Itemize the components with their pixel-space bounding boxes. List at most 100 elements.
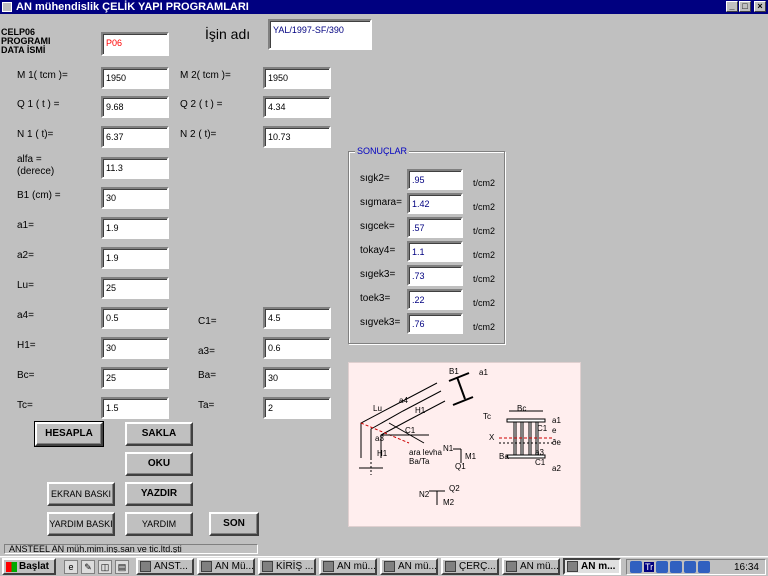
a1-field[interactable]: 1.9 [101,217,169,239]
taskbar-item-label: AN Mü... [215,561,254,572]
q1-label: Q 1 ( t ) = [17,99,60,110]
yardim-button[interactable]: YARDIM [125,512,193,536]
title-bar: AN mühendislik ÇELİK YAPI PROGRAMLARI _ … [0,0,768,14]
network-icon[interactable] [656,561,669,573]
taskbar-item[interactable]: AN mü... [380,558,438,575]
q1-field[interactable]: 9.68 [101,96,169,118]
window-title: AN mühendislik ÇELİK YAPI PROGRAMLARI [16,1,249,13]
b1-field[interactable]: 30 [101,187,169,209]
taskbar-item-label: AN m... [581,561,616,572]
taskbar-item[interactable]: AN mü... [502,558,560,575]
a3-field[interactable]: 0.6 [263,337,331,359]
browser-icon[interactable]: e [64,559,78,574]
m1-field[interactable]: 1950 [101,67,169,89]
diag-h1: H1 [415,406,426,415]
result-label-sigvek3: sıgvek3= [360,317,401,328]
app-icon [2,2,12,12]
a2-field[interactable]: 1.9 [101,247,169,269]
speaker-icon[interactable] [630,561,642,573]
result-value-tokay4: 1.1 [407,241,463,262]
minimize-button[interactable]: _ [726,1,738,12]
m2-field[interactable]: 1950 [263,67,331,89]
yardim-baski-button[interactable]: YARDIM BASKI [47,512,115,536]
result-unit: t/cm2 [473,226,496,236]
language-indicator[interactable]: Tr [644,562,655,572]
result-value-sigmara: 1.42 [407,193,463,214]
taskbar-item-label: ÇERÇ... [459,561,496,572]
taskbar-item-active[interactable]: AN m... [563,558,621,575]
ba-label: Ba= [198,370,217,381]
a1-label: a1= [17,220,34,231]
taskbar-item[interactable]: AN mü... [319,558,377,575]
close-button[interactable]: × [754,1,766,12]
window-icon [567,561,578,572]
diag-ba: Ba [499,452,509,461]
ba-field[interactable]: 30 [263,367,331,389]
result-label-sigek3: sıgek3= [360,269,396,280]
oku-button[interactable]: OKU [125,452,193,476]
antivirus-icon[interactable] [698,561,711,573]
son-button[interactable]: SON [209,512,259,536]
c1-field[interactable]: 4.5 [263,307,331,329]
start-button[interactable]: Başlat [2,558,56,575]
ekran-baski-button[interactable]: EKRAN BASKI [47,482,115,506]
result-unit: t/cm2 [473,298,496,308]
tc-field[interactable]: 1.5 [101,397,169,419]
result-label-tokay4: tokay4= [360,245,396,256]
diag-q1: Q1 [455,462,466,471]
diag-e: e [552,426,557,435]
n1-field[interactable]: 6.37 [101,126,169,148]
diag-c1b: C1 [535,458,546,467]
diag-a3: a3 [375,434,384,443]
program-label-3: DATA İSMİ [1,45,46,55]
window-icon [323,561,334,572]
taskbar-item[interactable]: ANST... [136,558,194,575]
h1-field[interactable]: 30 [101,337,169,359]
windows-logo-icon [6,561,17,572]
result-value-sigk2: .95 [407,169,463,190]
monitor-icon[interactable] [684,561,697,573]
diag-h1b: H1 [377,449,388,458]
diag-a4: a4 [399,396,408,405]
scheduler-icon[interactable] [670,561,683,573]
window-icon [262,561,273,572]
taskbar-item-label: ANST... [154,561,188,572]
result-label-sigk2: sıgk2= [360,173,390,184]
edit-icon[interactable]: ✎ [81,559,95,574]
a4-field[interactable]: 0.5 [101,307,169,329]
diag-de: ðe [552,438,561,447]
diag-ara-levha: ara levha [409,448,442,457]
bc-field[interactable]: 25 [101,367,169,389]
diag-c1: C1 [405,426,416,435]
result-unit: t/cm2 [473,178,496,188]
m2-label: M 2( tcm )= [180,70,231,81]
taskbar-item[interactable]: KİRİŞ ... [258,558,316,575]
result-value-sigvek3: .76 [407,313,463,334]
q2-field[interactable]: 4.34 [263,96,331,118]
desktop-icon[interactable]: ◫ [98,559,112,574]
maximize-button[interactable]: □ [739,1,751,12]
hesapla-button[interactable]: HESAPLA [34,421,104,447]
job-name-field[interactable]: YAL/1997-SF/390 [268,19,372,50]
data-name-field[interactable]: P06 [101,32,169,56]
quick-launch: e ✎ ◫ ▤ [64,559,129,574]
alfa-field[interactable]: 11.3 [101,157,169,179]
knee-joint-drawing [359,372,474,505]
taskbar-item[interactable]: ÇERÇ... [441,558,499,575]
lu-field[interactable]: 25 [101,277,169,299]
program-label-1: CELP06 [1,27,36,37]
sakla-button[interactable]: SAKLA [125,422,193,446]
diag-bc: Bc [517,404,526,413]
result-value-sigcek: .57 [407,217,463,238]
yazdir-button[interactable]: YAZDIR [125,482,193,506]
n2-field[interactable]: 10.73 [263,126,331,148]
tc-label: Tc= [17,400,33,411]
status-panel: ANSTEEL AN müh.mim.inş.san ve tic.ltd.şt… [4,544,258,554]
m1-label: M 1( tcm )= [17,70,68,81]
diag-b1: B1 [449,367,459,376]
diag-lu: Lu [373,404,382,413]
taskbar-item[interactable]: AN Mü... [197,558,255,575]
channels-icon[interactable]: ▤ [115,559,129,574]
start-label: Başlat [19,561,50,572]
ta-field[interactable]: 2 [263,397,331,419]
